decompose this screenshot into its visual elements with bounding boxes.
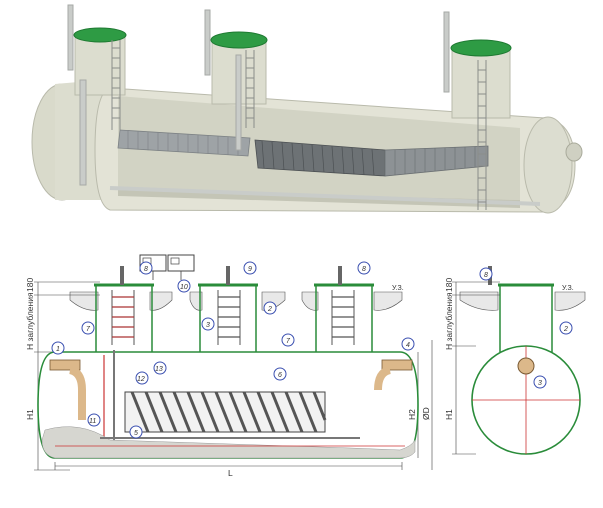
callout-c13: 13 (153, 361, 167, 375)
callout-c2: 2 (263, 301, 277, 315)
outlet-elbow (374, 366, 392, 391)
callout-c7b: 7 (281, 333, 295, 347)
callout-c6: 6 (273, 367, 287, 381)
dim-label-h2: H2 (407, 409, 417, 420)
callout-7b-label: 7 (286, 338, 291, 345)
riser-1-outline (95, 284, 153, 352)
control-box-icon (139, 254, 195, 280)
callout-end-2-label: 2 (563, 326, 568, 333)
callout-11-label: 11 (89, 418, 96, 425)
callout-c11: 11 (87, 413, 101, 427)
ground-hatch-end-left (459, 291, 499, 311)
dim-label-d: ØD (421, 407, 431, 420)
sediment-layer (41, 426, 416, 459)
ladder-1 (111, 290, 135, 345)
dim-label-180-left: 180 (25, 278, 35, 292)
ladder-2 (217, 290, 241, 345)
inlet-elbow (68, 366, 86, 420)
callout-end-c8: 8 (479, 267, 493, 281)
callout-end-3-label: 3 (538, 380, 542, 387)
filter-block-side (124, 391, 327, 433)
ground-mark-1: У.З. (392, 285, 404, 292)
end-view-drawing: 8 2 3 180 H заглубления H1 У.З. (444, 266, 586, 455)
dim-label-h-right: H заглубления (444, 292, 454, 350)
ladder-3 (331, 290, 355, 345)
callout-c8-b: 8 (357, 261, 371, 275)
tank-cutaway-floor (118, 190, 520, 208)
callout-c3: 3 (201, 317, 215, 331)
callout-end-c2: 2 (559, 321, 573, 335)
filter-grate-right (384, 145, 489, 177)
callout-2-label: 2 (267, 306, 272, 313)
ground-hatch-end-right (554, 291, 586, 311)
end-riser-outline (499, 284, 553, 352)
callout-4-label: 4 (406, 342, 410, 349)
riser-middle-3d (204, 9, 268, 151)
callout-8a-label: 8 (144, 266, 148, 273)
callout-9a-label: 9 (248, 266, 252, 273)
riser-right-3d (443, 11, 512, 210)
ground-hatch-icon (69, 291, 403, 311)
dim-label-h1-left: H1 (25, 409, 35, 420)
dim-lines-right (417, 340, 433, 470)
dim-label-length: L (228, 468, 233, 478)
tank-right-endcap (523, 116, 573, 214)
callout-c8-a: 8 (139, 261, 153, 275)
callout-c7: 7 (81, 321, 95, 335)
callout-5-label: 5 (134, 430, 138, 437)
callout-7-label: 7 (86, 326, 91, 333)
callout-1-label: 1 (56, 346, 60, 353)
callout-12-label: 12 (137, 376, 145, 383)
callout-c9-a: 9 (243, 261, 257, 275)
riser-left-3d (67, 4, 127, 186)
bottom-pipe (109, 186, 541, 206)
vent-pipes (120, 266, 342, 285)
callout-c1: 1 (51, 341, 65, 355)
callout-3-label: 3 (206, 322, 210, 329)
callout-c5: 5 (129, 425, 143, 439)
callout-6-label: 6 (278, 372, 282, 379)
tank-right-nozzle (565, 142, 583, 162)
dim-lines-left (34, 281, 100, 471)
callout-13-label: 13 (155, 366, 163, 373)
end-pipe-ring (517, 357, 535, 375)
callout-end-c3: 3 (533, 375, 547, 389)
dim-label-h1-right: H1 (444, 409, 454, 420)
callout-c4: 4 (401, 337, 415, 351)
tank-3d-render (31, 4, 583, 214)
dim-label-h-left: H заглубления (25, 292, 35, 350)
callout-c12: 12 (135, 371, 149, 385)
callout-c10: 10 (177, 279, 191, 293)
riser-3-outline (315, 284, 373, 352)
callout-8b-label: 8 (362, 266, 366, 273)
outlet-pipe (381, 359, 413, 371)
callout-10-label: 10 (180, 284, 188, 291)
ground-mark-2: У.З. (562, 285, 574, 292)
side-view-drawing: 1 7 13 12 11 5 6 3 (25, 254, 433, 478)
end-dim-lines (452, 281, 500, 455)
filter-grate-left (117, 129, 251, 157)
callout-end-8-label: 8 (484, 272, 488, 279)
dim-line-length (54, 462, 403, 470)
dim-label-180-right: 180 (444, 278, 454, 292)
inlet-pipe (49, 359, 81, 371)
